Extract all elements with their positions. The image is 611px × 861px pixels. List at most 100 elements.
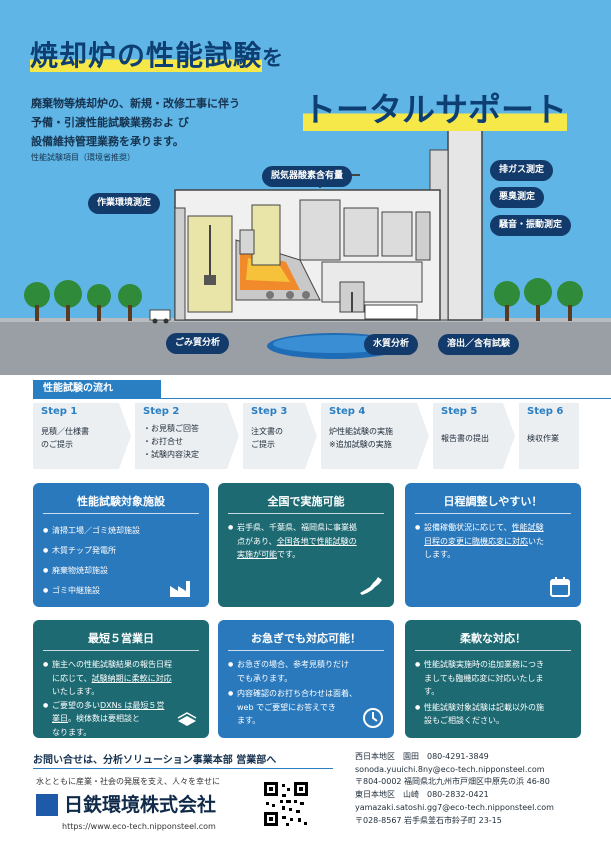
step-line: ※追加試験の実施 bbox=[329, 440, 392, 449]
card-text: 設備稼働状況に応じて、 bbox=[424, 523, 512, 532]
contact-divider bbox=[33, 768, 333, 769]
list-item: ゴミ中継施設 bbox=[43, 581, 201, 601]
card-title: 最短５営業日 bbox=[88, 632, 154, 645]
card-text: でも承ります。 bbox=[237, 673, 293, 683]
step-line: ・試験内容決定 bbox=[143, 450, 199, 459]
intro-line: 予備・引渡性能試験業務およ び bbox=[31, 116, 189, 129]
card-text: いた bbox=[528, 536, 544, 546]
card-text: に応じて、 bbox=[52, 673, 92, 683]
card-urgent: お急ぎでも対応可能！ お急ぎの場合、参考見積りだけ でも承ります。 内容確認のお… bbox=[218, 620, 394, 738]
flow-title: 性能試験の流れ bbox=[33, 380, 611, 399]
company-logo: 日鉄環境株式会社 bbox=[36, 790, 256, 822]
card-text: お急ぎの場合、参考見積りだけ bbox=[228, 658, 386, 672]
card-text: 施主への性能試験結果の報告日程 bbox=[43, 658, 201, 672]
card-text: 岩手県、千葉県、福岡県に事業拠 bbox=[237, 523, 357, 532]
document-stack-icon bbox=[177, 712, 197, 726]
step-4: Step 4 炉性能試験の実施※追加試験の実施 bbox=[321, 403, 417, 469]
step-line: ・お打合せ bbox=[143, 437, 183, 446]
contact-heading: お問い合せは、分析ソリューション事業本部 営業部へ bbox=[33, 755, 277, 766]
card-divider bbox=[228, 513, 384, 514]
card-target-facilities: 性能試験対象施設 清掃工場／ゴミ焼却施設 木質チップ発電所 廃棄物焼却施設 ゴミ… bbox=[33, 483, 209, 607]
card-schedule: 日程調整しやすい！ 設備稼働状況に応じて、性能試験 日程の変更に臨機応変に対応い… bbox=[405, 483, 581, 607]
step-2: Step 2 ・お見積ご回答・お打合せ・試験内容決定 bbox=[135, 403, 227, 469]
card-text-emph: 試験納期に柔軟に対応 bbox=[91, 673, 172, 683]
page-title-tail: を bbox=[262, 46, 285, 70]
clock-icon bbox=[363, 708, 383, 728]
card-text-emph: 業日 bbox=[52, 714, 68, 723]
step-line: 注文書の bbox=[251, 427, 283, 436]
office-email[interactable]: yamazaki.satoshi.gg7@eco-tech.nipponstee… bbox=[355, 802, 554, 812]
card-nationwide: 全国で実施可能 岩手県、千葉県、福岡県に事業拠 点があり、全国各地で性能試験の … bbox=[218, 483, 394, 607]
office-line: 東日本地区 山崎 080-2832-0421 bbox=[355, 790, 489, 800]
office-line: 〒028-8567 岩手県釜石市鈴子町 23-15 bbox=[355, 815, 502, 825]
intro-text: 廃棄物等焼却炉の、新規・改修工事に伴う 予備・引渡性能試験業務およ び 設備維持… bbox=[31, 94, 240, 151]
card-text-emph: DXNs は最短５営 bbox=[100, 700, 165, 710]
card-text: ご要望の多い bbox=[52, 700, 100, 710]
card-text: いたします。 bbox=[52, 687, 100, 696]
page-title-main: 焼却炉の性能試験 bbox=[30, 39, 263, 72]
list-item: 廃棄物焼却施設 bbox=[43, 561, 201, 581]
label-elution: 溶出／含有試験 bbox=[438, 334, 520, 355]
card-text: 。検体数は要相談と bbox=[68, 714, 140, 723]
step-line: 検収作業 bbox=[527, 434, 559, 443]
step-line: のご提示 bbox=[41, 440, 73, 449]
step-title: Step 5 bbox=[441, 406, 478, 417]
step-arrow bbox=[417, 403, 429, 469]
card-text: ましても臨機応変に対応いたしま bbox=[424, 673, 544, 683]
label-odor: 悪臭測定 bbox=[490, 187, 545, 208]
label-water: 水質分析 bbox=[364, 334, 419, 355]
label-exhaust: 排ガス測定 bbox=[490, 160, 554, 181]
card-title: お急ぎでも対応可能！ bbox=[251, 632, 361, 645]
page-subtitle: トータルサポート bbox=[303, 83, 567, 131]
step-title: Step 3 bbox=[251, 406, 288, 417]
step-title: Step 2 bbox=[143, 406, 180, 417]
card-text-emph: 性能試験 bbox=[511, 523, 544, 532]
office-email[interactable]: sonoda.yuuichi.8ny@eco-tech.nipponsteel.… bbox=[355, 764, 545, 774]
test-items-note: 性能試験項目（環境省推奨） bbox=[31, 153, 135, 162]
step-6: Step 6 検収作業 bbox=[519, 403, 579, 469]
page-title: 焼却炉の性能試験を bbox=[30, 34, 284, 74]
card-text: す。 bbox=[424, 687, 440, 696]
card-divider bbox=[43, 513, 199, 514]
card-title: 日程調整しやすい！ bbox=[443, 495, 543, 508]
japan-map-icon bbox=[360, 577, 382, 595]
card-divider bbox=[228, 650, 384, 651]
label-ash: ごみ質分析 bbox=[166, 333, 230, 354]
card-text: します。 bbox=[424, 550, 456, 559]
step-arrow bbox=[305, 403, 317, 469]
step-line: 見積／仕様書 bbox=[41, 427, 89, 436]
factory-icon bbox=[170, 581, 190, 597]
card-text: です。 bbox=[277, 550, 301, 559]
step-title: Step 6 bbox=[527, 406, 564, 417]
card-text-emph: 全国各地で性能試験の bbox=[276, 536, 357, 546]
card-divider bbox=[43, 650, 199, 651]
step-arrow bbox=[227, 403, 239, 469]
step-arrow bbox=[503, 403, 515, 469]
step-arrow bbox=[119, 403, 131, 469]
office-line: 西日本地区 園田 080-4291-3849 bbox=[355, 752, 489, 761]
card-text-emph: 日程の変更に臨機応変に対応 bbox=[424, 536, 528, 546]
card-divider bbox=[415, 650, 571, 651]
card-text: 設もご相談ください。 bbox=[424, 716, 504, 725]
company-url[interactable]: https://www.eco-tech.nipponsteel.com bbox=[62, 822, 216, 831]
card-text: 点があり、 bbox=[237, 536, 277, 546]
logo-mark-icon bbox=[36, 794, 58, 816]
card-title: 性能試験対象施設 bbox=[77, 495, 165, 508]
card-divider bbox=[415, 513, 571, 514]
step-line: 報告書の提出 bbox=[441, 434, 489, 443]
label-noise: 騒音・振動測定 bbox=[490, 215, 572, 236]
step-line: 炉性能試験の実施 bbox=[329, 427, 393, 436]
card-flexible: 柔軟な対応！ 性能試験実施時の追加業務につき ましても臨機応変に対応いたしま す… bbox=[405, 620, 581, 738]
incinerator-illustration bbox=[0, 115, 611, 375]
step-line: ・お見積ご回答 bbox=[143, 424, 199, 433]
company-name: 日鉄環境株式会社 bbox=[64, 794, 217, 816]
card-shortest: 最短５営業日 施主への性能試験結果の報告日程 に応じて、試験納期に柔軟に対応 い… bbox=[33, 620, 209, 738]
qr-code-icon[interactable] bbox=[262, 780, 310, 828]
card-text: web でご要望にお答えでき bbox=[237, 702, 336, 712]
step-1: Step 1 見積／仕様書のご提示 bbox=[33, 403, 119, 469]
step-5: Step 5 報告書の提出 bbox=[433, 403, 503, 469]
card-text: ます。 bbox=[237, 716, 261, 725]
label-work-env: 作業環境測定 bbox=[88, 193, 161, 214]
hero-section: 焼却炉の性能試験を トータルサポート 廃棄物等焼却炉の、新規・改修工事に伴う 予… bbox=[0, 0, 611, 375]
card-text: 性能試験対象試験は記載以外の施 bbox=[415, 701, 573, 715]
